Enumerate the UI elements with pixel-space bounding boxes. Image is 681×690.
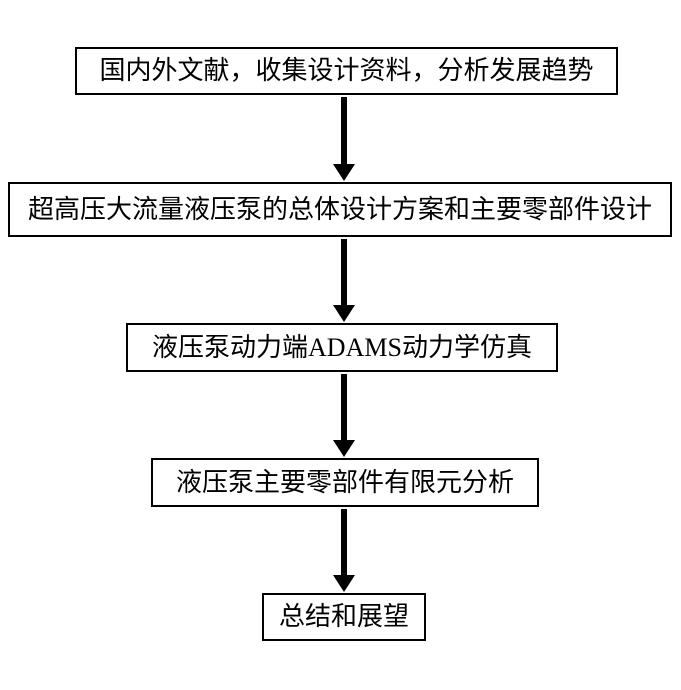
arrow-down-icon bbox=[333, 164, 355, 181]
arrow-down-icon bbox=[333, 440, 355, 457]
arrow-shaft bbox=[341, 509, 347, 575]
arrow-shaft bbox=[341, 374, 347, 440]
arrow-step4-to-step5 bbox=[333, 509, 355, 592]
flow-step-literature-research: 国内外文献，收集设计资料，分析发展趋势 bbox=[75, 47, 618, 95]
flow-step-overall-design: 超高压大流量液压泵的总体设计方案和主要零部件设计 bbox=[8, 182, 672, 237]
flow-step-summary-outlook: 总结和展望 bbox=[262, 593, 426, 641]
flow-step-label: 超高压大流量液压泵的总体设计方案和主要零部件设计 bbox=[27, 194, 652, 224]
flow-step-label: 液压泵动力端ADAMS动力学仿真 bbox=[152, 332, 532, 362]
arrow-down-icon bbox=[333, 305, 355, 322]
flow-step-finite-element-analysis: 液压泵主要零部件有限元分析 bbox=[151, 458, 539, 507]
flow-step-adams-simulation: 液压泵动力端ADAMS动力学仿真 bbox=[126, 323, 558, 372]
arrow-step3-to-step4 bbox=[333, 374, 355, 457]
arrow-shaft bbox=[341, 239, 347, 305]
arrow-step2-to-step3 bbox=[333, 239, 355, 322]
flow-step-label: 国内外文献，收集设计资料，分析发展趋势 bbox=[99, 56, 594, 85]
flow-step-label: 液压泵主要零部件有限元分析 bbox=[175, 467, 514, 497]
arrow-step1-to-step2 bbox=[333, 97, 355, 181]
arrow-down-icon bbox=[333, 575, 355, 592]
arrow-shaft bbox=[341, 97, 347, 164]
flow-step-label: 总结和展望 bbox=[278, 602, 409, 631]
